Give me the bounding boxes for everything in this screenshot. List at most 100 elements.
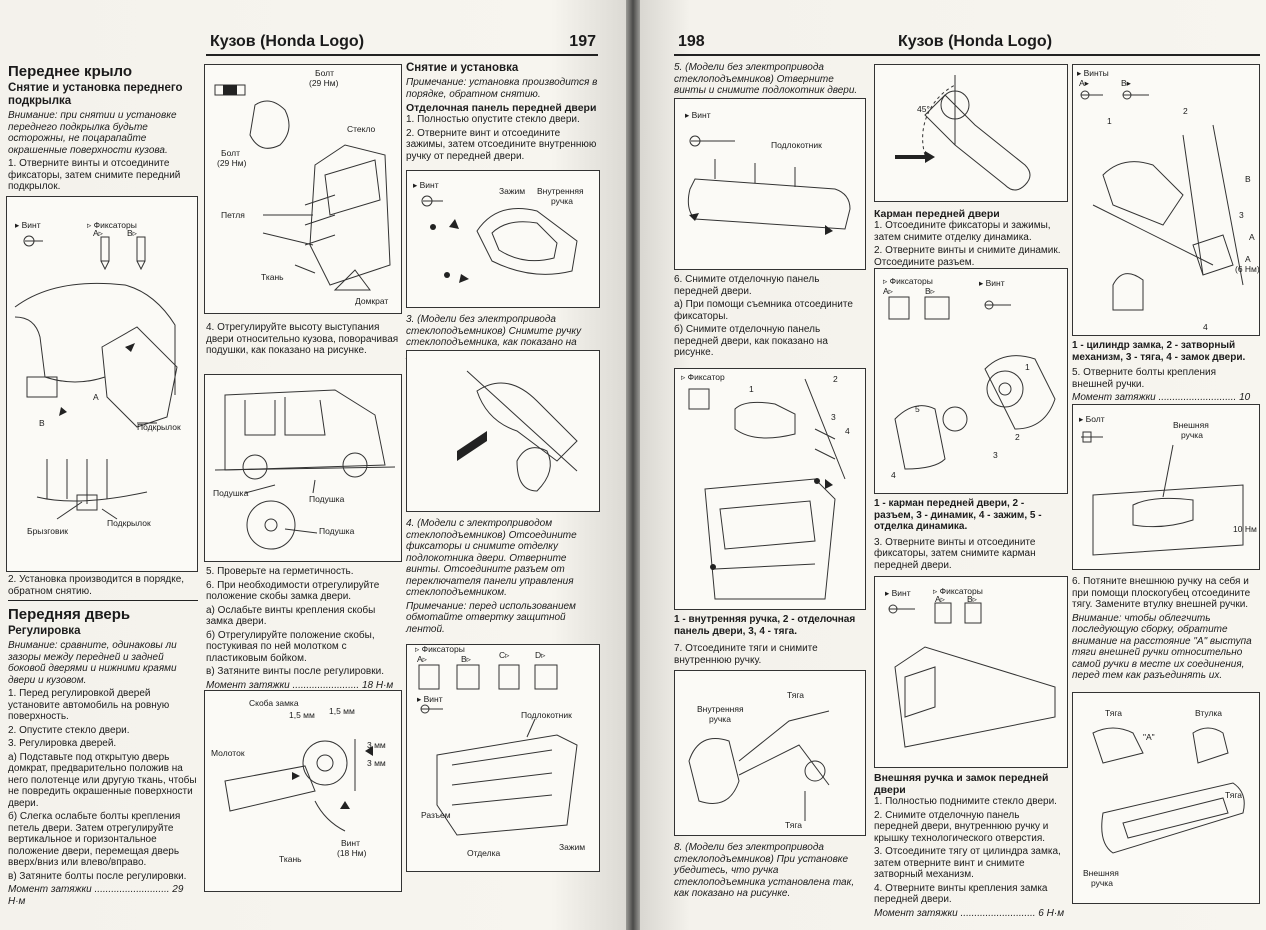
right-col3-step6: 6. Потяните внешнюю ручку на себя и при … <box>1072 576 1258 684</box>
trim-step-1: 1. Полностью опустите стекло двери. <box>406 114 580 125</box>
note-gaps: Внимание: сравните, одинаковы ли зазоры … <box>8 640 177 686</box>
fig12-vint: ▸ Винт <box>885 588 911 598</box>
fig13-n2: 2 <box>1183 106 1188 116</box>
title-removal: Снятие и установка <box>406 62 519 74</box>
fig5-vint: ▸ Винт <box>413 180 439 190</box>
pocket-step-3: 3. Отверните винты и отсоедините фиксато… <box>874 536 1036 571</box>
fig9-tyaga2: Тяга <box>785 820 802 830</box>
adj-step-3b: б) Слегка ослабьте болты крепления петел… <box>8 811 181 868</box>
fig11-b: B▹ <box>925 286 935 296</box>
fig2-bolt-bottom-nm: (29 Нм) <box>217 158 247 168</box>
fig12-b: B▹ <box>967 594 977 604</box>
fig7-podlokotnik: Подлокотник <box>771 140 822 150</box>
fig1-a-label: A▹ <box>93 228 103 238</box>
fig13-b: B▸ <box>1121 78 1131 88</box>
right-col2-pocket: Карман передней двери 1. Отсоедините фик… <box>874 208 1066 270</box>
right-running-title: Кузов (Honda Logo) <box>898 33 1053 50</box>
fig1-vint-label: ▸ Винт <box>15 220 41 230</box>
fig14-bolt: ▸ Болт <box>1079 414 1105 424</box>
figure-crank-angle: 45° <box>874 64 1068 202</box>
fig13-vinty: ▸ Винты <box>1077 68 1109 78</box>
fig1-a-mark: A <box>93 392 99 402</box>
fig10-angle: 45° <box>917 104 930 114</box>
step-6c: в) Затяните винты после регулировки. <box>206 666 384 677</box>
fig12-a: A▹ <box>935 594 945 604</box>
figure-outer-handle: Тяга Втулка "A" Тяга Внешняя ручка <box>1072 692 1260 904</box>
fig4-tkan: Ткань <box>279 854 302 864</box>
figure-rods: Внутренняя ручка Тяга Тяга <box>674 670 866 836</box>
right-page: 198 Кузов (Honda Logo) 5. (Модели без эл… <box>640 0 1266 930</box>
fig2-steklo: Стекло <box>347 124 376 134</box>
left-page: Кузов (Honda Logo) 197 Переднее крыло Сн… <box>0 0 626 930</box>
fig6-otdelka: Отделка <box>467 848 501 858</box>
fig13-ma2: A <box>1245 254 1251 264</box>
fig13-n4: 4 <box>1203 322 1208 332</box>
r-step-8: 8. (Модели без электропривода стеклоподъ… <box>674 842 855 899</box>
figure-fender-liner: ▸ Винт ▹ Фиксаторы A▹ B▹ Подкрылок A B Б… <box>6 196 198 572</box>
fig4-molotok: Молоток <box>211 748 245 758</box>
step-2-liner: 2. Установка производится в порядке, обр… <box>8 574 185 597</box>
figure-latch-striker: Скоба замка 1,5 мм 1,5 мм 3 мм 3 мм Моло… <box>204 690 402 892</box>
right-col1-step6: 6. Снимите отделочную панель передней дв… <box>674 274 864 361</box>
outer-step-1: 1. Полностью поднимите стекло двери. <box>874 796 1057 807</box>
right-col2-outer: Внешняя ручка и замок передней двери 1. … <box>874 772 1066 921</box>
fig1-b-mark: B <box>39 418 45 428</box>
trim-step-4: 4. (Модели с электроприводом стеклоподъе… <box>406 518 577 598</box>
fig1-bryzgovik: Брызговик <box>27 526 68 536</box>
fig13-n1: 1 <box>1107 116 1112 126</box>
note-distance-a: Внимание: чтобы облегчить последующую сб… <box>1072 612 1252 682</box>
fig4-d3b: 3 мм <box>367 758 386 768</box>
caption-door-panel: 1 - внутренняя ручка, 2 - отделочная пан… <box>674 614 856 637</box>
fig2-bolt-top-nm: (29 Нм) <box>309 78 339 88</box>
fig8-fiksator: ▹ Фиксатор <box>681 372 725 382</box>
adj-step-3: 3. Регулировка дверей. <box>8 738 117 749</box>
fig15-vneshnyaya: Внешняя <box>1083 868 1119 878</box>
fig15-ruchka: ручка <box>1091 878 1113 888</box>
right-col2-mid: 1 - карман передней двери, 2 - разъем, 3… <box>874 498 1066 573</box>
fig6-b: B▹ <box>461 654 471 664</box>
fig13-ma: A <box>1249 232 1255 242</box>
right-col1-top: 5. (Модели без электропривода стеклоподъ… <box>674 62 864 99</box>
fig1-fiksatory-label: ▹ Фиксаторы <box>87 220 137 230</box>
fig8-n2: 2 <box>833 374 838 384</box>
section-title-front-fender: Переднее крыло <box>8 63 133 80</box>
fig13-mb: B <box>1245 174 1251 184</box>
step-6a: а) Ослабьте винты крепления скобы замка … <box>206 604 376 628</box>
left-col1-top: Переднее крыло Снятие и установка передн… <box>8 64 198 195</box>
r-step-5: 5. (Модели без электропривода стеклоподъ… <box>674 62 858 96</box>
outer-step-2: 2. Снимите отделочную панель передней дв… <box>874 809 1049 844</box>
fig4-d15b: 1,5 мм <box>329 706 355 716</box>
outer-step-4: 4. Отверните винты крепления замка перед… <box>874 882 1048 906</box>
fig11-n3: 3 <box>993 450 998 460</box>
fig14-ruchka: ручка <box>1181 430 1203 440</box>
fig9-tyaga1: Тяга <box>787 690 804 700</box>
fig13-n3: 3 <box>1239 210 1244 220</box>
pocket-step-2: 2. Отверните винты и снимите динамик. От… <box>874 245 1061 268</box>
fig1-b-label: B▹ <box>127 228 137 238</box>
step-6-latch: 6. При необходимости отрегулируйте полож… <box>206 579 380 603</box>
left-col2-step5-6: 5. Проверьте на герметичность. 6. При не… <box>206 566 400 693</box>
fig2-petlya: Петля <box>221 210 245 220</box>
subtitle-door-trim-panel: Отделочная панель передней двери <box>406 102 597 114</box>
book-gutter <box>626 0 640 930</box>
figure-door-panel: ▹ Фиксатор 1 2 3 4 <box>674 368 866 610</box>
pocket-step-1: 1. Отсоедините фиксаторы и зажимы, затем… <box>874 220 1051 243</box>
title-outer-handle-lock: Внешняя ручка и замок передней двери <box>874 772 1049 796</box>
fig6-zazhim: Зажим <box>559 842 586 852</box>
step-5-seal: 5. Проверьте на герметичность. <box>206 566 354 577</box>
torque-6: Момент затяжки .........................… <box>874 907 1065 919</box>
right-col1-mid: 1 - внутренняя ручка, 2 - отделочная пан… <box>674 614 864 668</box>
fig15-a: "A" <box>1143 732 1155 742</box>
fig8-n3: 3 <box>831 412 836 422</box>
r-step-6b: б) Снимите отделочную панель передней дв… <box>674 324 828 358</box>
caption-lock: 1 - цилиндр замка, 2 - затворный механиз… <box>1072 340 1246 363</box>
fig3-podushka3: Подушка <box>319 526 355 536</box>
figure-armrest-trim: ▹ Фиксаторы A▹ B▹ C▹ D▹ ▸ Винт Подлокотн… <box>406 644 600 872</box>
fig2-bolt-top: Болт <box>315 68 334 78</box>
fig5-vnutr: Внутренняя <box>537 186 584 196</box>
step-1-liner: 1. Отверните винты и отсоедините фиксато… <box>8 158 181 192</box>
figure-pocket-remove: ▸ Винт ▹ Фиксаторы A▹ B▹ <box>874 576 1068 768</box>
left-running-title: Кузов (Honda Logo) <box>210 33 365 50</box>
fig1-podkrylok-lower: Подкрылок <box>107 518 151 528</box>
fig14-nm: 10 Нм <box>1233 524 1257 534</box>
